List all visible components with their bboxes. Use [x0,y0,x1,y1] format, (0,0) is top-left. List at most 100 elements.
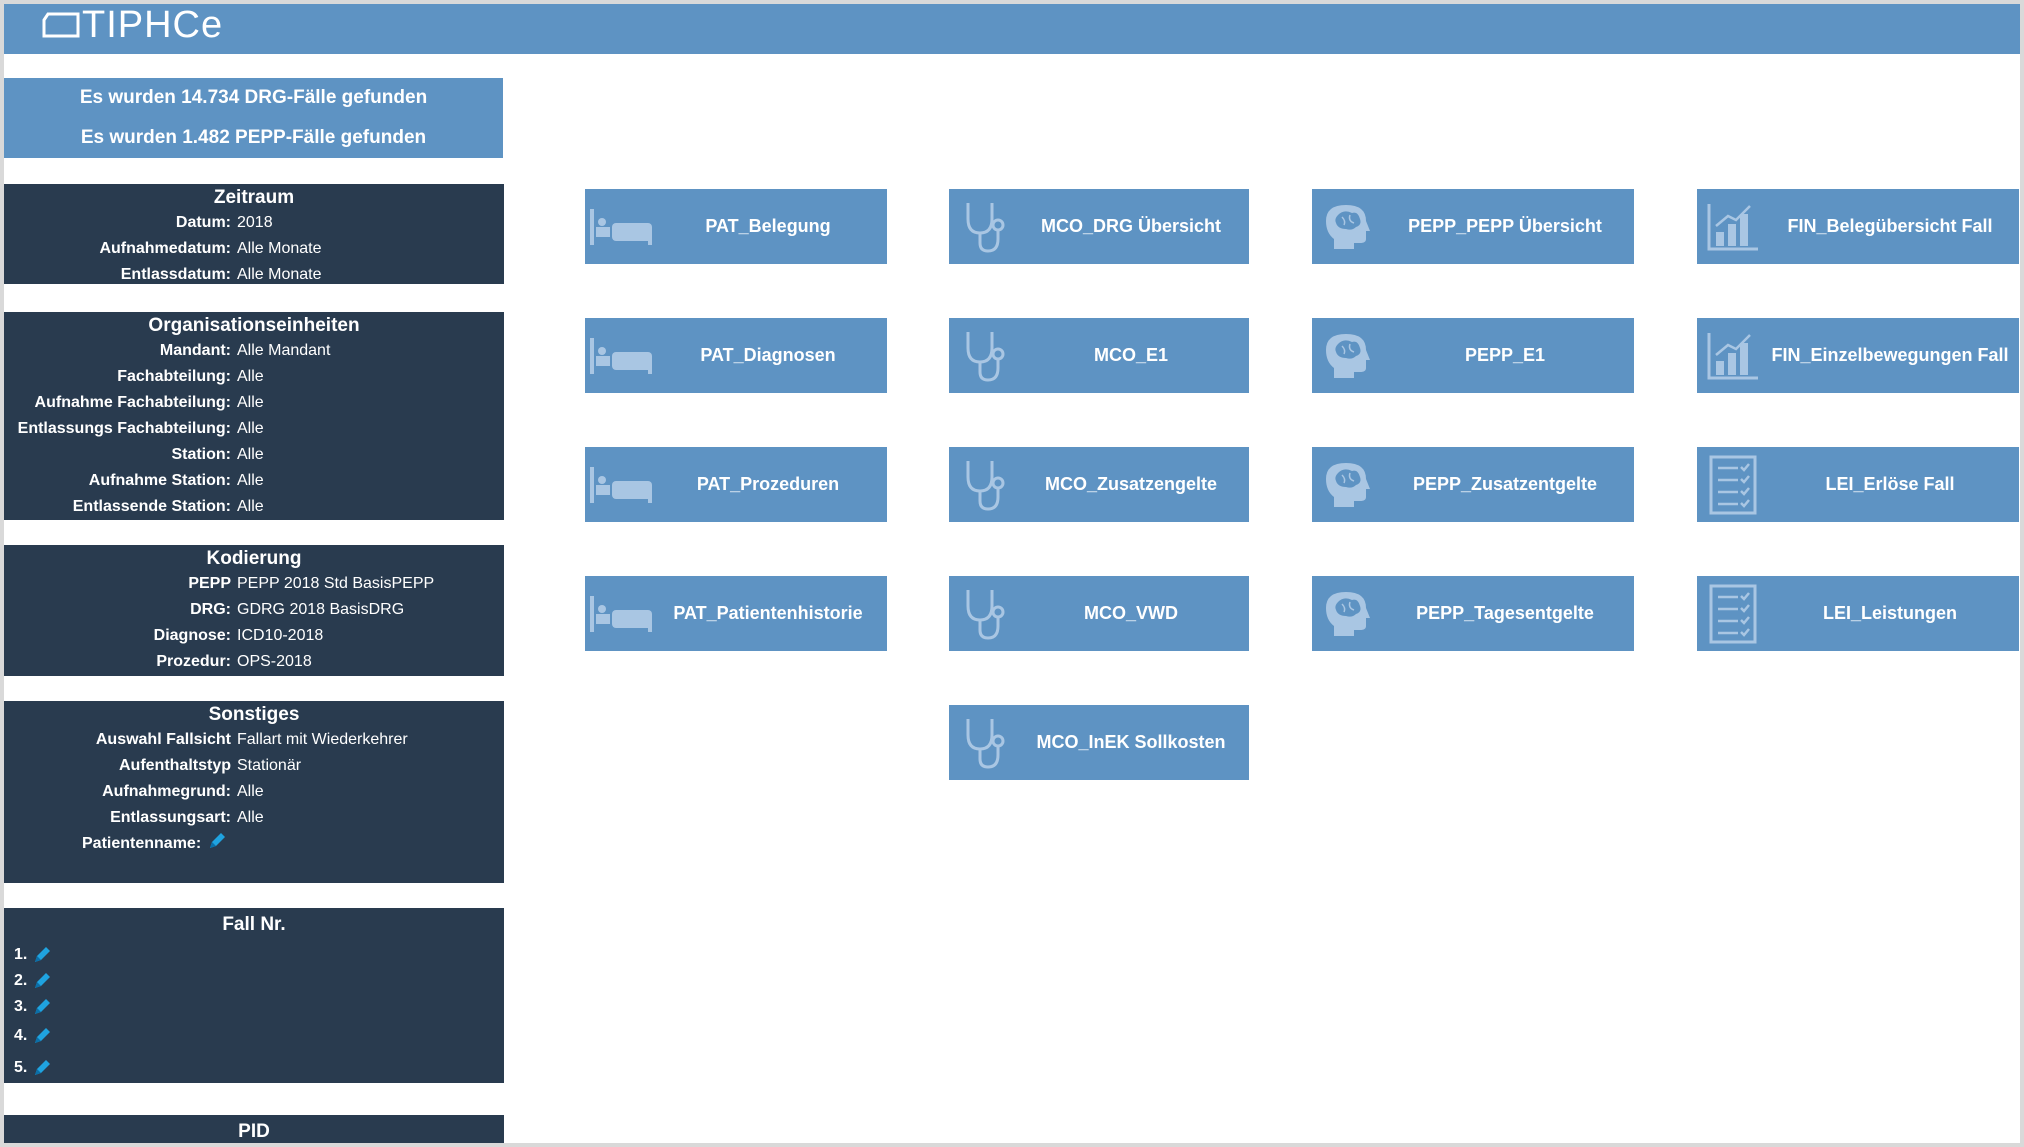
brain-head-icon [1312,457,1384,513]
tile-label: MCO_DRG Übersicht [1040,216,1222,236]
filter-row-entlassungs-fachabteilung[interactable]: Entlassungs Fachabteilung: Alle [4,416,504,442]
tile-mco-vwd[interactable]: MCO_VWD [949,576,1249,651]
filter-label: Patientenname: [82,835,202,852]
filter-row-entlassende-station[interactable]: Entlassende Station: Alle [4,494,504,520]
filter-value: PEPP 2018 Std BasisPEPP [237,575,435,592]
tile-fin-einzelbewegungen-fall[interactable]: FIN_Einzelbewegungen Fall [1697,318,2019,393]
tile-pepp-zusatzentgelte[interactable]: PEPP_Zusatzentgelte [1312,447,1634,522]
tile-lei-erloese-fall[interactable]: LEI_Erlöse Fall [1697,447,2019,522]
stethoscope-icon [949,715,1021,771]
filter-row-aufnahmegrund[interactable]: Aufnahmegrund: Alle [4,779,504,805]
pencil-icon[interactable] [207,831,227,851]
main-window: TIPHCe Es wurden 14.734 DRG-Fälle gefund… [4,4,2020,1143]
filter-label: Entlassende Station: [72,498,231,515]
tile-pepp-tagesentgelte[interactable]: PEPP_Tagesentgelte [1312,576,1634,651]
tile-label: PAT_Belegung [705,216,831,236]
tile-lei-leistungen[interactable]: LEI_Leistungen [1697,576,2019,651]
filter-value: Alle [237,446,264,463]
pencil-icon[interactable] [32,971,52,991]
tile-pepp-uebersicht[interactable]: PEPP_PEPP Übersicht [1312,189,1634,264]
fall-nr-row[interactable]: 4. [4,1020,504,1052]
filter-value: Fallart mit Wiederkehrer [237,731,408,748]
tile-label: PEPP_PEPP Übersicht [1408,216,1602,236]
filter-label: Datum: [175,214,231,231]
tile-mco-drg-uebersicht[interactable]: MCO_DRG Übersicht [949,189,1249,264]
filter-value: Alle [237,368,264,385]
filter-row-mandant[interactable]: Mandant:Alle Mandant [4,338,504,364]
tile-label: PEPP_E1 [1464,345,1546,365]
fall-nr-row[interactable]: 2. [4,968,504,994]
tile-label: PAT_Patientenhistorie [673,603,863,623]
filter-row-datum[interactable]: Datum:2018 [4,210,504,236]
pencil-icon[interactable] [32,1058,52,1078]
tile-pat-belegung[interactable]: PAT_Belegung [585,189,887,264]
stethoscope-icon [949,457,1021,513]
checklist-icon [1697,584,1769,643]
filter-label: Aufnahmedatum: [99,240,231,257]
filter-value: Alle [237,420,264,437]
tile-label: MCO_InEK Sollkosten [1036,732,1226,752]
tile-fin-beleguebersicht-fall[interactable]: FIN_Belegübersicht Fall [1697,189,2019,264]
panel-title: PID [238,1121,270,1142]
filter-value: Alle Monate [237,266,322,283]
pepp-cases-found: Es wurden 1.482 PEPP-Fälle gefunden [80,127,427,148]
drg-cases-found: Es wurden 14.734 DRG-Fälle gefunden [79,87,428,108]
filter-value: Alle [237,498,264,515]
app-logo: TIPHCe [40,6,223,44]
filter-label: Prozedur: [156,653,231,670]
fall-nr-row[interactable]: 3. [4,994,504,1020]
tile-label: LEI_Leistungen [1822,603,1957,623]
filter-label: Aufnahmegrund: [102,783,231,800]
cases-found-box: Es wurden 14.734 DRG-Fälle gefunden Es w… [4,78,503,158]
filter-label: DRG: [190,601,231,618]
pencil-icon[interactable] [32,1026,52,1046]
filter-label: Entlassungs Fachabteilung: [17,420,231,437]
tile-label: PEPP_Tagesentgelte [1416,603,1594,623]
tile-label: MCO_VWD [1084,603,1178,623]
filter-row-aufnahme-station[interactable]: Aufnahme Station:Alle [4,468,504,494]
filter-row-prozedur[interactable]: Prozedur:OPS-2018 [4,649,504,675]
panel-title: Organisationseinheiten [148,315,360,336]
filter-value: Alle [237,783,264,800]
fall-nr-row[interactable]: 5. [4,1052,504,1084]
filter-label: Aufnahme Fachabteilung: [34,394,231,411]
filter-row-drg[interactable]: DRG:GDRG 2018 BasisDRG [4,597,504,623]
tile-pat-patientenhistorie[interactable]: PAT_Patientenhistorie [585,576,887,651]
logo-icon [42,12,80,38]
brain-head-icon [1312,586,1384,642]
filter-row-fachabteilung[interactable]: Fachabteilung:Alle [4,364,504,390]
panel-title: Kodierung [206,548,302,569]
filter-row-aufnahmedatum[interactable]: Aufnahmedatum:Alle Monate [4,236,504,262]
bar-chart-icon [1697,328,1769,384]
tile-mco-e1[interactable]: MCO_E1 [949,318,1249,393]
tile-label: PEPP_Zusatzentgelte [1412,474,1598,494]
tile-mco-zusatzengelte[interactable]: MCO_Zusatzengelte [949,447,1249,522]
tile-pepp-e1[interactable]: PEPP_E1 [1312,318,1634,393]
logo-text: TIPHCe [82,4,224,46]
fall-nr-index: 2. [14,972,28,989]
filter-value: Stationär [237,757,302,774]
filter-row-diagnose[interactable]: Diagnose:ICD10-2018 [4,623,504,649]
top-bar: TIPHCe [4,4,2020,54]
zeitraum-panel: Zeitraum Datum:2018 Aufnahmedatum:Alle M… [4,184,504,284]
pencil-icon[interactable] [32,997,52,1017]
tile-pat-diagnosen[interactable]: PAT_Diagnosen [585,318,887,393]
tile-mco-inek-sollkosten[interactable]: MCO_InEK Sollkosten [949,705,1249,780]
filter-row-patientenname[interactable]: Patientenname: [4,831,504,857]
pencil-icon[interactable] [32,945,52,965]
bed-icon [585,199,657,255]
filter-row-aufnahme-fachabteilung[interactable]: Aufnahme Fachabteilung:Alle [4,390,504,416]
fall-nr-row[interactable]: 1. [4,942,504,968]
panel-title: Sonstiges [208,704,300,725]
filter-row-entlassungsart[interactable]: Entlassungsart:Alle [4,805,504,831]
filter-label: Entlassdatum: [120,266,231,283]
tile-pat-prozeduren[interactable]: PAT_Prozeduren [585,447,887,522]
filter-row-entlassdatum[interactable]: Entlassdatum: Alle Monate [4,262,504,288]
tile-label: FIN_Einzelbewegungen Fall [1771,345,2009,365]
filter-value: ICD10-2018 [237,627,324,644]
filter-row-station[interactable]: Station:Alle [4,442,504,468]
filter-value: Alle Mandant [237,342,331,359]
